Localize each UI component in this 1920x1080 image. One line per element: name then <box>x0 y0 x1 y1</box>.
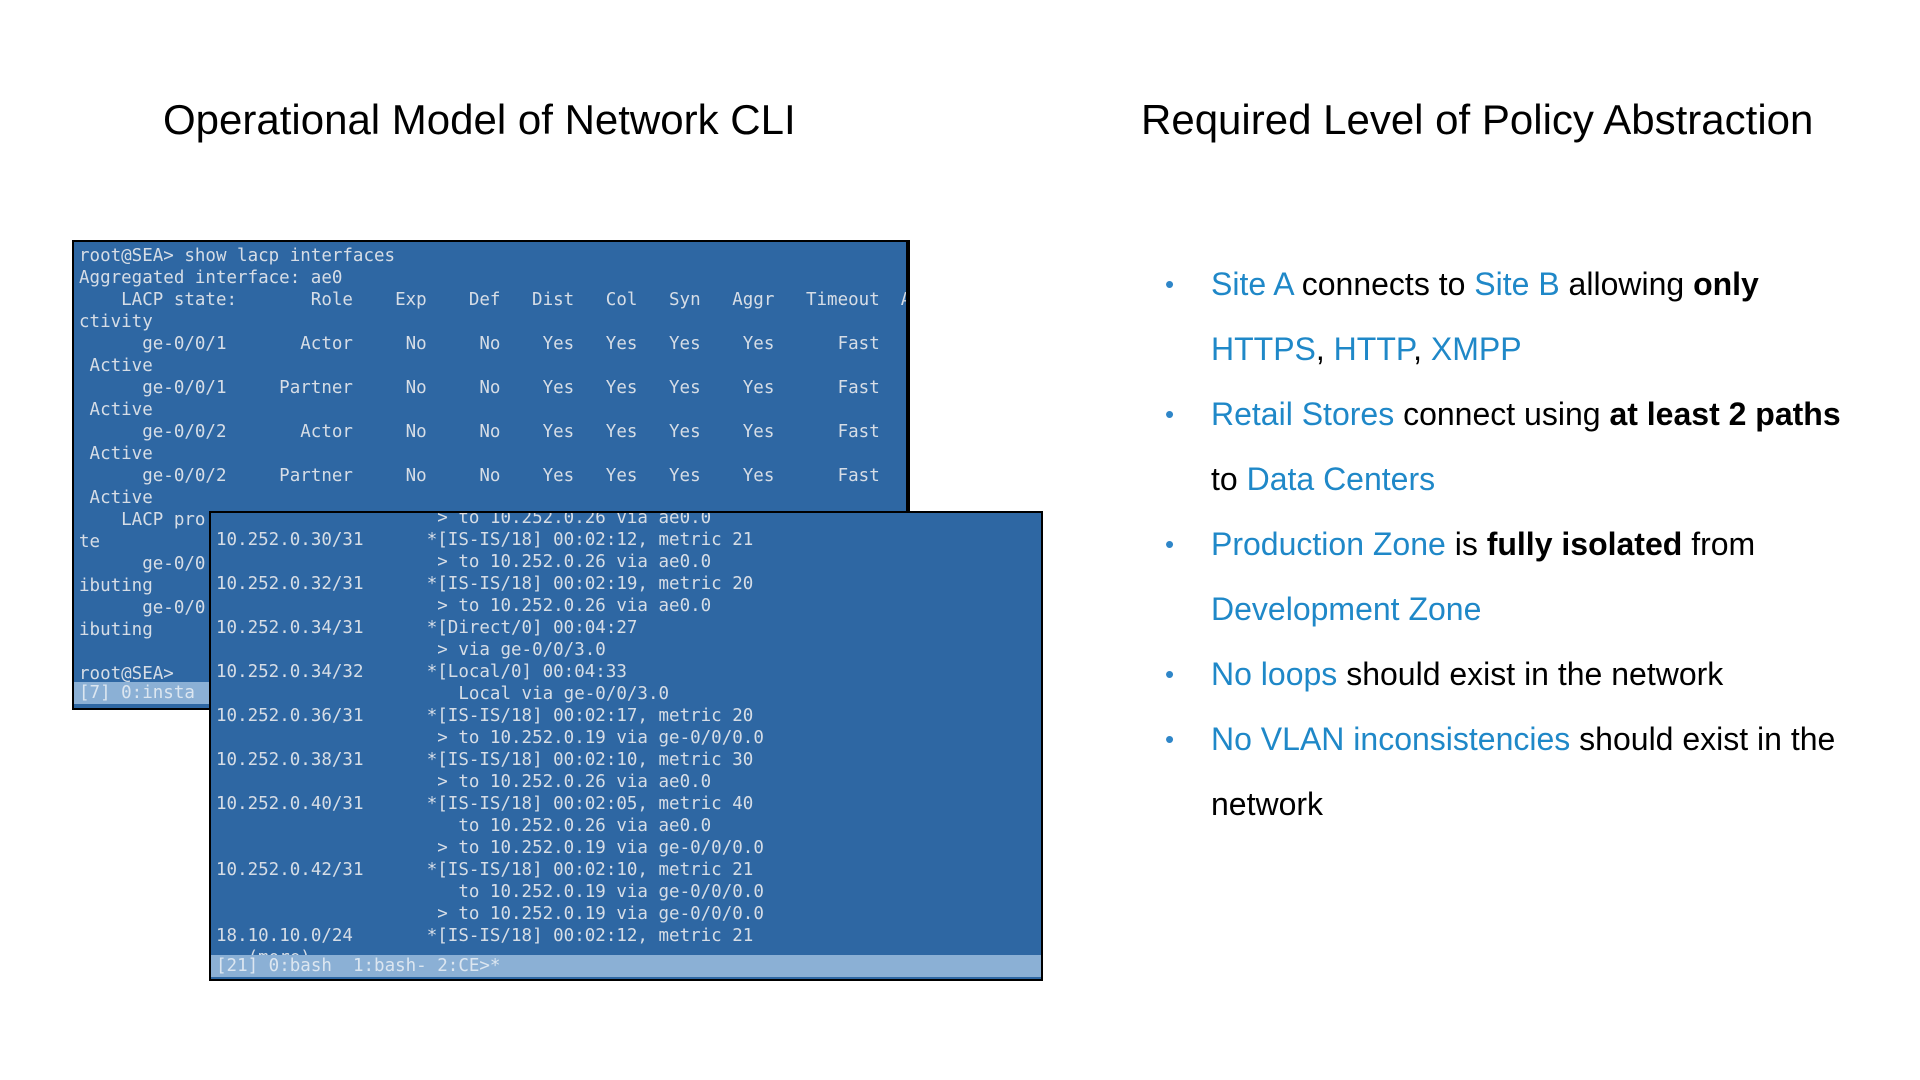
terminal-line: Active <box>79 488 153 508</box>
terminal-line: Local via ge-0/0/3.0 <box>216 684 670 704</box>
bullet-dot-icon: • <box>1165 399 1175 429</box>
terminal-line: > to 10.252.0.26 via ae0.0 <box>216 596 712 616</box>
bullet-item-continuation: HTTPS, HTTP, XMPP <box>1160 317 1900 382</box>
bullet-item: • No loops should exist in the network <box>1160 642 1900 707</box>
bullet-dot-icon: • <box>1165 269 1175 299</box>
terminal-line: to 10.252.0.26 via ae0.0 <box>216 816 712 836</box>
terminal-line: root@SEA> show lacp interfaces <box>79 246 396 266</box>
bullet-text: from <box>1682 526 1756 562</box>
terminal-status-bar-routes: [21] 0:bash 1:bash- 2:CE>* <box>211 955 1041 977</box>
right-slide-title: Required Level of Policy Abstraction <box>1141 96 1814 143</box>
highlighted-term: XMPP <box>1430 331 1522 367</box>
highlighted-term: Site B <box>1474 266 1560 302</box>
highlighted-term: No VLAN inconsistencies <box>1211 721 1571 757</box>
terminal-line: > to 10.252.0.19 via ge-0/0/0.0 <box>216 728 764 748</box>
terminal-line: 10.252.0.38/31 *[IS-IS/18] 00:02:10, met… <box>216 750 754 770</box>
terminal-line: Active <box>79 356 153 376</box>
terminal-line: 10.252.0.34/31 *[Direct/0] 00:04:27 <box>216 618 638 638</box>
bullet-text: network <box>1211 786 1324 822</box>
bullet-item-continuation: Development Zone <box>1160 577 1900 642</box>
terminal-line: root@SEA> <box>79 664 174 684</box>
highlighted-term: Data Centers <box>1246 461 1436 497</box>
bullet-text: , <box>1315 331 1334 367</box>
bullet-text: should exist in the network <box>1337 656 1724 692</box>
policy-bullet-list: • Site A connects to Site B allowing only… <box>1160 252 1900 837</box>
terminal-line: to 10.252.0.19 via ge-0/0/0.0 <box>216 882 764 902</box>
terminal-line: ge-0/0 <box>79 554 206 574</box>
terminal-output-lacp: root@SEA> show lacp interfaces Aggregate… <box>74 242 906 688</box>
bullet-dot-icon: • <box>1165 724 1175 754</box>
terminal-line: 10.252.0.36/31 *[IS-IS/18] 00:02:17, met… <box>216 706 754 726</box>
terminal-line: Aggregated interface: ae0 <box>79 268 343 288</box>
terminal-output-routes: > to 10.252.0.26 via ae0.0 10.252.0.30/3… <box>211 511 1041 972</box>
bullet-text: is <box>1445 526 1487 562</box>
bullet-text: to <box>1211 461 1247 497</box>
terminal-line: LACP state: Role Exp Def Dist Col Syn Ag… <box>79 290 910 310</box>
terminal-line: > to 10.252.0.19 via ge-0/0/0.0 <box>216 904 764 924</box>
bullet-dot-icon: • <box>1165 659 1175 689</box>
highlighted-term: Production Zone <box>1211 526 1446 562</box>
bullet-text: should exist in the <box>1570 721 1836 757</box>
terminal-line: 10.252.0.42/31 *[IS-IS/18] 00:02:10, met… <box>216 860 754 880</box>
terminal-line: > via ge-0/0/3.0 <box>216 640 606 660</box>
terminal-line: ge-0/0/1 Actor No No Yes Yes Yes Yes Fas… <box>79 334 880 354</box>
terminal-line: Active <box>79 444 153 464</box>
terminal-line: > to 10.252.0.26 via ae0.0 <box>216 772 712 792</box>
bullet-text: allowing <box>1559 266 1694 302</box>
terminal-line: ge-0/0/2 Partner No No Yes Yes Yes Yes F… <box>79 466 880 486</box>
terminal-line: LACP pro <box>79 510 206 530</box>
terminal-line: 10.252.0.32/31 *[IS-IS/18] 00:02:19, met… <box>216 574 754 594</box>
bullet-text: connects to <box>1292 266 1475 302</box>
terminal-line: ibuting <box>79 576 153 596</box>
terminal-line: ge-0/0/1 Partner No No Yes Yes Yes Yes F… <box>79 378 880 398</box>
terminal-line: > to 10.252.0.26 via ae0.0 <box>216 511 712 528</box>
bullet-item: • No VLAN inconsistencies should exist in… <box>1160 707 1900 772</box>
bullet-text: , <box>1413 331 1431 367</box>
bullet-item: • Retail Stores connect using at least 2 … <box>1160 382 1900 447</box>
terminal-line: te <box>79 532 101 552</box>
terminal-line: 10.252.0.30/31 *[IS-IS/18] 00:02:12, met… <box>216 530 754 550</box>
bullet-item: • Site A connects to Site B allowing only <box>1160 252 1900 317</box>
terminal-line: 10.252.0.34/32 *[Local/0] 00:04:33 <box>216 662 627 682</box>
terminal-line: ge-0/0/2 Actor No No Yes Yes Yes Yes Fas… <box>79 422 880 442</box>
bold-term: only <box>1693 266 1759 302</box>
highlighted-term: HTTPS <box>1211 331 1316 367</box>
terminal-line: ibuting <box>79 620 153 640</box>
bullet-text: connect using <box>1394 396 1610 432</box>
bullet-item-continuation: network <box>1160 772 1900 837</box>
highlighted-term: Retail Stores <box>1211 396 1395 432</box>
bold-term: fully isolated <box>1486 526 1683 562</box>
terminal-line: Active <box>79 400 153 420</box>
highlighted-term: Development Zone <box>1211 591 1482 627</box>
terminal-line: 10.252.0.40/31 *[IS-IS/18] 00:02:05, met… <box>216 794 754 814</box>
terminal-line: > to 10.252.0.26 via ae0.0 <box>216 552 712 572</box>
highlighted-term: No loops <box>1211 656 1338 692</box>
terminal-line: ctivity <box>79 312 153 332</box>
terminal-window-routes: > to 10.252.0.26 via ae0.0 10.252.0.30/3… <box>209 511 1043 981</box>
left-slide-title: Operational Model of Network CLI <box>163 96 796 143</box>
terminal-line: 18.10.10.0/24 *[IS-IS/18] 00:02:12, metr… <box>216 926 754 946</box>
bullet-item: • Production Zone is fully isolated from <box>1160 512 1900 577</box>
bullet-dot-icon: • <box>1165 529 1175 559</box>
highlighted-term: HTTP <box>1333 331 1414 367</box>
terminal-line: ge-0/0 <box>79 598 206 618</box>
terminal-line: > to 10.252.0.19 via ge-0/0/0.0 <box>216 838 764 858</box>
bold-term: at least 2 paths <box>1609 396 1841 432</box>
bullet-item-continuation: to Data Centers <box>1160 447 1900 512</box>
highlighted-term: Site A <box>1211 266 1293 302</box>
